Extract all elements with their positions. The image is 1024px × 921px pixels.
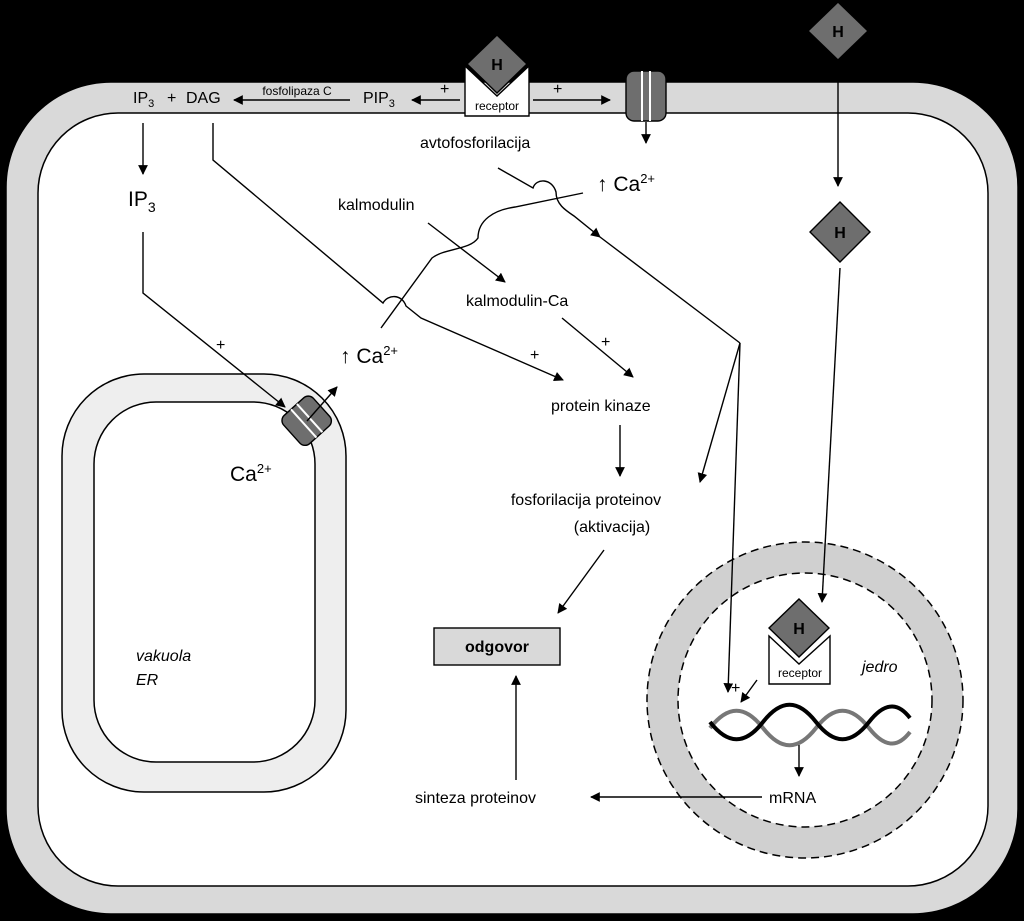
er-calcium-label: Ca2+ <box>230 461 272 486</box>
plus-ip3-to-er: + <box>216 337 225 354</box>
arrow-calmodulin-ca-to-kinase <box>561 317 634 378</box>
response-box <box>433 627 561 666</box>
line-calcium-to-junction <box>599 236 741 344</box>
calcium-mid-label: ↑ Ca2+ <box>340 343 398 368</box>
nucleus-plus: + <box>731 680 740 697</box>
svg-text:H: H <box>793 621 805 638</box>
membrane-calcium-channel <box>625 70 667 122</box>
membrane-plus: + <box>167 90 176 107</box>
calmodulin-label: kalmodulin <box>338 197 414 214</box>
nucleus-interior <box>677 572 933 828</box>
calcium-top-label: ↑ Ca2+ <box>597 171 655 196</box>
er-label-line2: ER <box>136 672 159 689</box>
arrow-er-calcium-release <box>306 386 338 422</box>
arrow-phosphorylation-to-response <box>557 549 605 614</box>
protein-kinase-label: protein kinaze <box>551 398 651 415</box>
arrow-calmodulin <box>427 222 506 283</box>
membrane-pip3-label: PIP3 <box>363 90 395 110</box>
arrow-receptor-to-dna <box>740 679 758 703</box>
er-lumen <box>93 401 316 763</box>
svg-text:receptor: receptor <box>778 666 822 680</box>
protein-synthesis-label: sinteza proteinov <box>415 790 536 807</box>
receptor-plus-left: + <box>440 81 449 98</box>
phosphorylation-label-line2: (aktivacija) <box>574 519 650 536</box>
membrane-hormone-icon: H <box>465 34 529 94</box>
membrane-dag-label: DAG <box>186 90 221 107</box>
membrane-ip3-label: IP3 <box>133 90 154 110</box>
plus-dag-to-kinase: + <box>530 347 539 364</box>
arrow-junction-to-phosphorylation <box>697 342 741 483</box>
arrow-autophosphorylation <box>497 167 601 238</box>
plus-calmodulin-to-kinase: + <box>601 334 610 351</box>
ip3-label: IP3 <box>128 188 156 215</box>
calmodulin-ca-label: kalmodulin-Ca <box>466 293 568 310</box>
svg-text:H: H <box>834 225 846 242</box>
nuclear-hormone-icon: H <box>767 598 831 658</box>
dna-helix-icon <box>708 702 912 748</box>
svg-text:H: H <box>832 24 844 41</box>
line-calcium-mid <box>380 192 584 329</box>
response-label: odgovor <box>465 639 529 656</box>
free-hormone-icon: H <box>806 1 870 61</box>
mrna-label: mRNA <box>769 790 816 807</box>
nucleus-label: jedro <box>860 659 898 676</box>
membrane-receptor: receptor <box>464 64 530 117</box>
membrane-receptor-label: receptor <box>475 99 519 113</box>
receptor-plus-right: + <box>553 81 562 98</box>
arrow-ip3-to-er <box>142 232 286 408</box>
nuclear-receptor: receptor <box>768 634 831 685</box>
arrow-dag-to-kinase <box>212 123 564 381</box>
arrow-junction-to-dna <box>723 342 741 693</box>
phospholipase-c-label: fosfolipaza C <box>262 84 332 98</box>
er-label-line1: vakuola <box>136 648 191 665</box>
svg-text:H: H <box>491 57 503 74</box>
cytoplasmic-hormone-icon: H <box>809 201 871 263</box>
phosphorylation-label-line1: fosforilacija proteinov <box>511 492 661 509</box>
autophosphorylation-label: avtofosforilacija <box>420 135 530 152</box>
arrow-hormone-to-nucleus <box>817 267 841 603</box>
pathway-arrows <box>138 60 843 802</box>
